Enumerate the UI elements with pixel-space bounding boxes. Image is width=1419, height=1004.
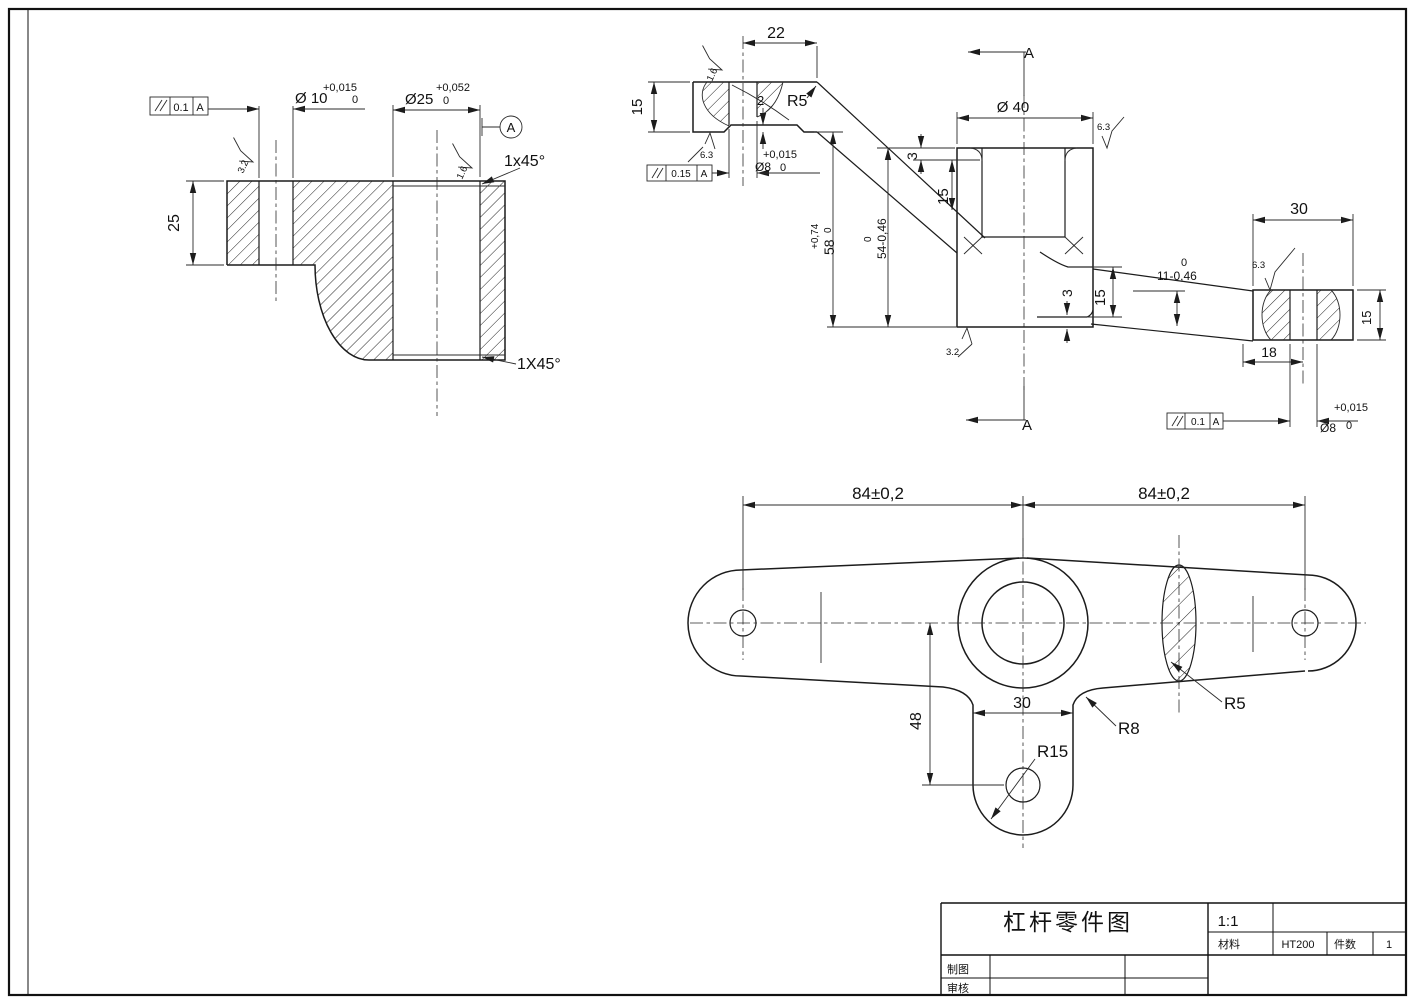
hub-hatch-left: [227, 181, 259, 265]
dim-15-boss: 15: [935, 188, 952, 205]
drawing-scale: 1:1: [1218, 913, 1239, 930]
dim-dia10-upper: +0,015: [323, 82, 357, 94]
boss-outline: [956, 147, 1094, 328]
dim-11-upper: 0: [1181, 257, 1187, 269]
dim-dia8-left-lower: 0: [780, 162, 786, 174]
checked-by-label: 审核: [947, 981, 969, 995]
section-label-bottom: A: [1022, 417, 1032, 434]
finish-value: 6.3: [1097, 122, 1110, 133]
parallelism3-tol: 0.1: [1191, 417, 1205, 428]
dim-dia8-right-lower: 0: [1346, 420, 1352, 432]
dim-58-lower: 0: [823, 227, 834, 233]
dim-84-left: 84±0,2: [852, 484, 904, 503]
section-aa-view: 22 15 R5 2 Ø8 +0,015 0 6.3 1.6: [629, 25, 1386, 435]
right-hatch-a: [1262, 290, 1290, 340]
drawing-title: 杠杆零件图: [1003, 909, 1133, 935]
dim-dia8-left: Ø8: [755, 160, 771, 174]
roughness-3-2-bottom-icon: 3.2: [946, 326, 973, 358]
parallelism2-tol: 0.15: [671, 169, 691, 180]
roughness-6-3-boss-icon: 6.3: [1097, 116, 1125, 150]
sheet-border: [7, 7, 1408, 997]
dim-dia25: Ø25: [405, 91, 433, 108]
finish-value: 1.6: [705, 67, 721, 84]
dim-2: 2: [757, 93, 764, 108]
roughness-3-2-icon: 3.2: [233, 137, 255, 176]
dim-58-upper: +0,74: [810, 223, 821, 249]
finish-value: 3.2: [946, 347, 959, 358]
quantity-value: 1: [1386, 939, 1392, 951]
plan-bottom-boss-arc: [972, 784, 1074, 836]
quantity-label: 件数: [1334, 938, 1356, 951]
parallelism-frame-hub: 0.1 A: [149, 96, 209, 116]
title-block: 杠杆零件图 1:1 材料 HT200 件数 1 制图 审核: [940, 902, 1406, 995]
plan-left-end-arc: [687, 569, 742, 677]
dim-15-arm: 15: [1092, 289, 1109, 306]
dim-dia10-lower: 0: [352, 94, 358, 106]
left-hatch-a: [702, 82, 729, 126]
bore-chamfer-marks: [963, 236, 1084, 255]
material-label: 材料: [1218, 937, 1240, 951]
dim-r15: R15: [1037, 742, 1068, 761]
dim-58: 58: [821, 239, 837, 255]
dim-3-left: 3: [904, 152, 920, 160]
dim-r5-section: R5: [787, 93, 808, 110]
dim-dia10: Ø 10: [295, 90, 328, 107]
datum-a-symbol: A: [481, 115, 523, 139]
parallelism-frame-2: 0.15 A: [646, 164, 713, 182]
parallelism-icon: [651, 167, 664, 179]
parallelism2-datum: A: [701, 169, 708, 180]
dim-dia25-lower: 0: [443, 95, 449, 107]
roughness-1-6-top-icon: 1.6: [702, 45, 724, 84]
finish-value: 1.6: [455, 165, 471, 182]
parallelism-icon: [154, 99, 168, 112]
drawn-by-label: 制图: [947, 963, 969, 976]
section-label-top: A: [1024, 45, 1034, 62]
hub-hatch-middle: [293, 181, 393, 360]
dim-3-right: 3: [1059, 289, 1075, 297]
dim-15-left: 15: [629, 99, 646, 116]
plan-view: 84±0,2 84±0,2 48 30 R15 R8 R5: [687, 484, 1366, 848]
chamfer-top-label: 1x45°: [504, 153, 545, 170]
hub-section-view: 25 Ø 10 +0,015 0 Ø25 +0,052 0 0.1 A: [149, 82, 561, 416]
dim-dia8-left-upper: +0,015: [763, 149, 797, 161]
parallelism3-datum: A: [1213, 417, 1220, 428]
parallelism-icon: [1171, 415, 1184, 427]
dim-15-end: 15: [1359, 311, 1374, 325]
chamfer-bottom-label: 1X45°: [517, 356, 561, 373]
dim-30: 30: [1290, 201, 1308, 218]
finish-value: 6.3: [700, 150, 713, 161]
left-hatch-b: [757, 82, 783, 117]
dim-dia8-right: Ø8: [1320, 421, 1336, 435]
dim-25: 25: [166, 214, 183, 232]
right-hatch-b: [1317, 290, 1340, 340]
dim-11: 11-0,46: [1157, 269, 1197, 283]
dim-48: 48: [908, 712, 925, 730]
dim-dia40: Ø 40: [997, 99, 1030, 116]
datum-a-label: A: [507, 120, 516, 135]
parallelism-tol: 0.1: [173, 102, 188, 114]
roughness-6-3-right-icon: 6.3: [1252, 247, 1296, 292]
section-arrow-top: A: [968, 45, 1034, 96]
section-arrow-bottom: A: [966, 386, 1032, 434]
dim-22: 22: [767, 25, 785, 42]
dim-54-upper: 0: [863, 236, 874, 242]
dim-dia8-right-upper: +0,015: [1334, 402, 1368, 414]
parallelism-datum: A: [196, 102, 204, 114]
dim-84-right: 84±0,2: [1138, 484, 1190, 503]
dim-r5-plan: R5: [1224, 694, 1246, 713]
hub-hatch-right: [480, 181, 505, 360]
dim-r8: R8: [1118, 719, 1140, 738]
finish-value: 6.3: [1252, 260, 1265, 271]
dim-dia25-upper: +0,052: [436, 82, 470, 94]
dim-18: 18: [1261, 344, 1277, 360]
material-value: HT200: [1281, 939, 1314, 951]
roughness-6-3-left-icon: 6.3: [687, 131, 716, 163]
finish-value: 3.2: [236, 159, 252, 176]
dim-54: 54-0,46: [875, 218, 889, 259]
hub-outline: [226, 180, 506, 361]
dim-30-plan: 30: [1013, 695, 1031, 712]
roughness-1-6-icon: 1.6: [452, 143, 474, 182]
